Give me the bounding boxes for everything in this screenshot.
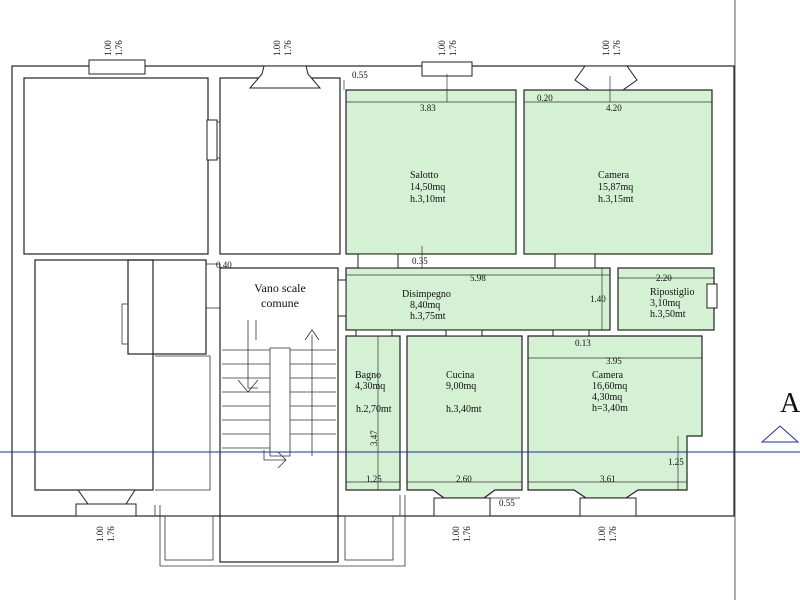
salotto-height: h.3,10mt — [410, 194, 446, 205]
window-dimension-labels: 1.00 1.76 1.00 1.76 1.00 1.76 1.00 1.76 … — [95, 40, 622, 542]
win-1-height: 1.76 — [114, 40, 124, 56]
dim-598: 5.98 — [470, 273, 486, 283]
room-camera-bottom — [527, 335, 703, 499]
dimension-labels: 0.55 3.83 0.20 4.20 0.40 0.35 5.98 2.20 … — [216, 70, 684, 508]
dim-020: 0.20 — [537, 93, 553, 103]
dim-220: 2.20 — [656, 273, 672, 283]
windows — [75, 59, 718, 517]
camera-bottom-height: h=3,40m — [592, 403, 628, 414]
dim-055-bottom: 0.55 — [499, 498, 515, 508]
dim-260: 2.60 — [456, 474, 472, 484]
bagno-height: h.2,70mt — [356, 404, 392, 415]
room-labels: Salotto 14,50mq h.3,10mt Camera 15,87mq … — [355, 170, 694, 415]
dim-420: 4.20 — [606, 103, 622, 113]
cucina-name: Cucina — [446, 370, 475, 381]
win-5-width: 1.00 — [95, 526, 105, 542]
section-marker: A — [0, 388, 800, 453]
cucina-height: h.3,40mt — [446, 404, 482, 415]
stairs-name-line1: Vano scale — [254, 281, 306, 295]
room-bagno — [345, 335, 401, 491]
ripostiglio-height: h.3,50mt — [650, 309, 686, 320]
ripostiglio-area: 3,10mq — [650, 298, 680, 309]
dimension-lines — [343, 74, 714, 499]
camera-bottom-area2: 4,30mq — [592, 392, 622, 403]
win-3-width: 1.00 — [437, 40, 447, 56]
stairs-name-line2: comune — [261, 296, 299, 310]
camera-top-height: h.3,15mt — [598, 194, 634, 205]
salotto-area: 14,50mq — [410, 182, 445, 193]
disimpegno-area: 8,40mq — [410, 300, 440, 311]
win-7-width: 1.00 — [597, 526, 607, 542]
dim-125-left: 1.25 — [366, 474, 382, 484]
dim-013: 0.13 — [575, 338, 591, 348]
win-1-width: 1.00 — [103, 40, 113, 56]
camera-bottom-area: 16,60mq — [592, 381, 627, 392]
win-3-height: 1.76 — [448, 40, 458, 56]
win-4-width: 1.00 — [601, 40, 611, 56]
win-4-height: 1.76 — [612, 40, 622, 56]
dim-040: 0.40 — [216, 260, 232, 270]
room-disimpegno — [345, 267, 611, 331]
win-2-height: 1.76 — [283, 40, 293, 56]
bagno-name: Bagno — [355, 370, 381, 381]
camera-top-area: 15,87mq — [598, 182, 633, 193]
salotto-name: Salotto — [410, 170, 438, 181]
section-letter: A — [780, 388, 800, 419]
outer-walls — [11, 0, 736, 600]
dim-383: 3.83 — [420, 103, 436, 113]
disimpegno-height: h.3,75mt — [410, 311, 446, 322]
bagno-area: 4,30mq — [355, 381, 385, 392]
win-5-height: 1.76 — [106, 526, 116, 542]
win-2-width: 1.00 — [272, 40, 282, 56]
stair-treads — [222, 320, 336, 469]
disimpegno-name: Disimpegno — [402, 289, 451, 300]
dim-125-right: 1.25 — [668, 457, 684, 467]
dim-035: 0.35 — [412, 256, 428, 266]
dim-055-top: 0.55 — [352, 70, 368, 80]
dim-347: 3.47 — [369, 430, 379, 446]
win-6-height: 1.76 — [462, 526, 472, 542]
win-6-width: 1.00 — [451, 526, 461, 542]
room-salotto — [345, 89, 517, 255]
cucina-area: 9,00mq — [446, 381, 476, 392]
section-arrow-icon — [760, 425, 800, 443]
win-7-height: 1.76 — [608, 526, 618, 542]
stairwell: Vano scale comune — [219, 267, 339, 563]
dim-140: 1.40 — [590, 294, 606, 304]
dim-361: 3.61 — [600, 474, 616, 484]
camera-bottom-name: Camera — [592, 370, 624, 381]
dim-395: 3.95 — [606, 356, 622, 366]
room-camera-top — [523, 89, 713, 255]
ripostiglio-name: Ripostiglio — [650, 287, 694, 298]
camera-top-name: Camera — [598, 170, 630, 181]
